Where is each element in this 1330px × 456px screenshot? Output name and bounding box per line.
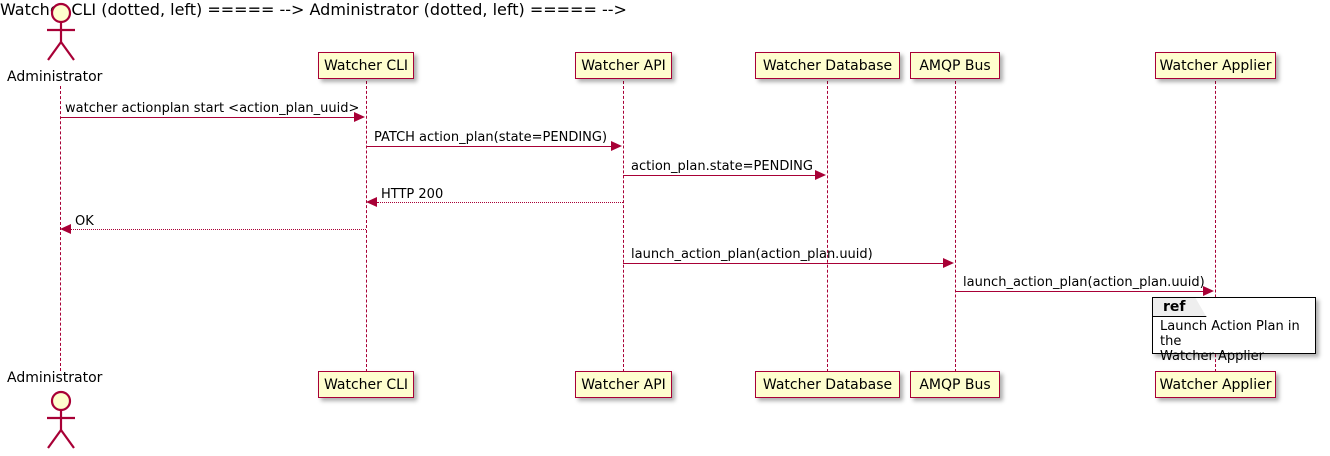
- participant-label: Watcher API: [581, 376, 666, 393]
- arrow-head-5: [60, 224, 71, 234]
- message-label-1: watcher actionplan start <action_plan_uu…: [65, 101, 360, 116]
- message-label-3: action_plan.state=PENDING: [631, 159, 813, 174]
- ref-fragment[interactable]: ref Launch Action Plan in the Watcher Ap…: [1152, 297, 1316, 364]
- arrow-head-6: [943, 258, 954, 268]
- ref-fragment-body-text: Launch Action Plan in the Watcher Applie…: [1160, 319, 1300, 364]
- participant-label: Watcher CLI: [323, 376, 409, 393]
- participant-amqp-bus-bottom[interactable]: AMQP Bus: [910, 371, 1000, 398]
- message-label-6: launch_action_plan(action_plan.uuid): [631, 247, 873, 262]
- message-label-2: PATCH action_plan(state=PENDING): [374, 130, 608, 145]
- participant-watcher-cli-top[interactable]: Watcher CLI: [318, 52, 414, 79]
- arrow-head-3: [815, 170, 826, 180]
- arrow-head-7: [1203, 286, 1214, 296]
- actor-label-administrator-bottom: Administrator: [7, 370, 103, 386]
- message-line-6: [623, 263, 944, 264]
- participant-label: Watcher Database: [762, 376, 893, 393]
- participant-label: Watcher API: [581, 57, 666, 74]
- actor-icon-administrator-bottom: [47, 390, 75, 449]
- participant-watcher-api-bottom[interactable]: Watcher API: [575, 371, 672, 398]
- participant-watcher-applier-top[interactable]: Watcher Applier: [1155, 52, 1276, 79]
- actor-icon-administrator-top: [47, 2, 75, 61]
- actor-label-administrator-top: Administrator: [7, 69, 103, 85]
- ref-fragment-tab-label: ref: [1153, 298, 1207, 317]
- message-label-5: OK: [75, 214, 94, 229]
- message-line-2: [366, 146, 612, 147]
- message-line-5: [71, 229, 366, 230]
- participant-watcher-cli-bottom[interactable]: Watcher CLI: [318, 371, 414, 398]
- participant-label: Watcher Database: [762, 57, 893, 74]
- message-line-4: [377, 202, 623, 203]
- participant-watcher-api-top[interactable]: Watcher API: [575, 52, 672, 79]
- participant-watcher-applier-bottom[interactable]: Watcher Applier: [1155, 371, 1276, 398]
- message-label-7: launch_action_plan(action_plan.uuid): [963, 275, 1205, 290]
- arrow-head-2: [611, 141, 622, 151]
- participant-label: AMQP Bus: [919, 376, 991, 393]
- participant-watcher-database-top[interactable]: Watcher Database: [755, 52, 900, 79]
- message-label-4: HTTP 200: [381, 187, 444, 202]
- participant-watcher-database-bottom[interactable]: Watcher Database: [755, 371, 900, 398]
- message-line-7: [955, 291, 1204, 292]
- lifeline-amqp-bus: [955, 81, 956, 372]
- message-line-3: [623, 175, 816, 176]
- lifeline-watcher-database: [827, 81, 828, 372]
- message-line-1: [60, 117, 355, 118]
- lifeline-watcher-applier: [1215, 81, 1216, 372]
- participant-amqp-bus-top[interactable]: AMQP Bus: [910, 52, 1000, 79]
- participant-label: Watcher Applier: [1159, 57, 1272, 74]
- participant-label: AMQP Bus: [919, 57, 991, 74]
- arrow-head-1: [354, 112, 365, 122]
- arrow-head-4: [366, 197, 377, 207]
- participant-label: Watcher Applier: [1159, 376, 1272, 393]
- lifeline-watcher-cli: [366, 81, 367, 372]
- participant-label: Watcher CLI: [323, 57, 409, 74]
- lifeline-watcher-api: [623, 81, 624, 372]
